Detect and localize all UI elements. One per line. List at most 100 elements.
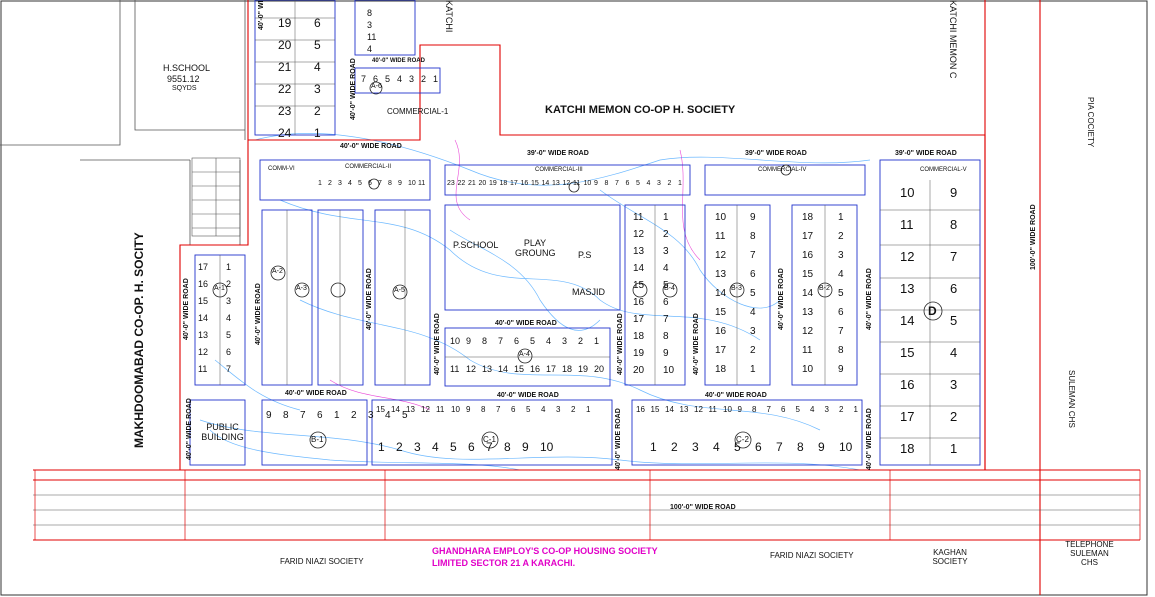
- hschool-area: 9551.12: [167, 74, 200, 84]
- plot-number: 18: [562, 364, 573, 374]
- plot-number: 9: [663, 348, 669, 359]
- road-label: 40'-0" WIDE ROAD: [866, 268, 873, 330]
- plot-number: 5: [950, 313, 958, 328]
- plot-number: 9: [398, 180, 402, 187]
- plot-number: 4: [541, 405, 546, 414]
- block-label: B-4: [664, 285, 675, 292]
- plot-number: 11: [198, 364, 208, 374]
- plot-number: 18: [715, 364, 727, 375]
- plot-number: 12: [633, 229, 645, 240]
- plot-number: 6: [468, 440, 475, 454]
- plot-number: 4: [750, 307, 756, 318]
- plot-number: 6: [317, 410, 323, 421]
- commercial-4-label: COMMERCIAL-IV: [758, 167, 807, 173]
- plot-number: 1: [586, 405, 591, 414]
- road-label: 40'-0" WIDE ROAD: [615, 408, 622, 470]
- plot-number: 6: [226, 347, 232, 357]
- plot-number: 9: [838, 364, 844, 375]
- plot-number: 8: [604, 180, 609, 187]
- plot-number: 5: [358, 180, 362, 187]
- block-label: A-1: [214, 285, 225, 292]
- plot-number: 13: [552, 180, 560, 187]
- plot-number: 5: [795, 405, 800, 414]
- plot-number: 16: [198, 279, 209, 289]
- plot-number: 6: [781, 405, 786, 414]
- plot-number: 8: [797, 440, 804, 454]
- plot-number: 11: [418, 180, 426, 187]
- plot-number: 16: [802, 250, 814, 261]
- plot-number: 3: [226, 296, 232, 306]
- plot-number: 8: [838, 345, 844, 356]
- main-title-line1: GHANDHARA EMPLOY'S CO-OP HOUSING SOCIETY: [432, 546, 658, 556]
- road-label: 40'-0" WIDE ROAD: [372, 58, 425, 64]
- road-label: 40'-0" WIDE ROAD: [285, 390, 347, 397]
- plot-number: 2: [396, 440, 403, 454]
- plot-number: 1: [318, 180, 322, 187]
- road-label: 40'-0" WIDE ROAD: [866, 408, 873, 470]
- plot-number: 10: [723, 405, 732, 414]
- plot-number: 4: [546, 336, 552, 346]
- plot-number: 7: [300, 410, 306, 421]
- plot-number: 18: [900, 441, 915, 456]
- plot-number: 3: [368, 410, 374, 421]
- plot-number: 19: [633, 348, 645, 359]
- plot-number: 6: [625, 180, 630, 187]
- plot-number: 23: [278, 104, 292, 118]
- telephone-label: TELEPHONE SULEMAN CHS: [1065, 540, 1114, 567]
- plot-number: 15: [376, 405, 385, 414]
- plot-number: 6: [755, 440, 762, 454]
- plot-number: 1: [594, 336, 600, 346]
- road-label: 40'-0" WIDE ROAD: [693, 313, 700, 375]
- plot-number: 17: [715, 345, 727, 356]
- road-label: 40'-0" WIDE ROAD: [434, 313, 441, 375]
- commercial-5-label: COMMERCIAL-V: [920, 167, 967, 173]
- plot-number: 12: [466, 364, 477, 374]
- plot-number: 1: [650, 440, 657, 454]
- road-label: 40'-0" WIDE ROAD: [183, 278, 190, 340]
- plot-number: 14: [715, 288, 727, 299]
- plot-number: 6: [750, 269, 756, 280]
- block-label: A-2: [272, 268, 283, 275]
- ps-label: P.S: [578, 250, 592, 260]
- plot-number: 9: [737, 405, 742, 414]
- plot-number: 3: [562, 336, 568, 346]
- plot-number: 2: [578, 336, 584, 346]
- suleman-chs-label: SULEMAN CHS: [1067, 370, 1076, 428]
- katchi-memon-vertical-label: KATCHI MEMON C: [948, 0, 958, 79]
- plot-number: 2: [667, 180, 672, 187]
- plot-number: 14: [633, 263, 645, 274]
- plot-number: 11: [900, 217, 914, 232]
- plot-number: 12: [802, 326, 814, 337]
- block-label: A-4: [519, 351, 530, 358]
- road-label: 100'-0" WIDE ROAD: [1030, 204, 1037, 270]
- plot-number: 3: [950, 377, 958, 392]
- plot-number: 9: [466, 405, 471, 414]
- block-label: A-3: [296, 285, 307, 292]
- plot-number: 7: [663, 314, 669, 325]
- plot-number: 24: [278, 126, 292, 140]
- plot-number: 7: [226, 364, 232, 374]
- plot-number: 12: [421, 405, 430, 414]
- plot-number: 4: [950, 345, 958, 360]
- plot-number: 13: [198, 330, 209, 340]
- plot-number: 8: [504, 440, 511, 454]
- hschool-label: H.SCHOOL: [163, 63, 211, 73]
- plot-number: 15: [715, 307, 727, 318]
- plot-number: 1: [663, 212, 669, 223]
- plot-number: 6: [511, 405, 516, 414]
- road-label: 40'-0" WIDE ROAD: [617, 313, 624, 375]
- plot-number: 2: [663, 229, 669, 240]
- plot-number: 7: [378, 180, 382, 187]
- plot-number: 3: [314, 82, 321, 96]
- plot-number: 13: [802, 307, 814, 318]
- plot-number: 13: [633, 246, 645, 257]
- plot-number: 6: [950, 281, 958, 296]
- plot-number: 5: [385, 74, 391, 84]
- plot-number: 1: [433, 74, 439, 84]
- plot-number: 4: [838, 269, 844, 280]
- plot-number: 2: [328, 180, 332, 187]
- plot-number: 7: [766, 405, 771, 414]
- plot-number: 3: [838, 250, 844, 261]
- plot-number: 6: [838, 307, 844, 318]
